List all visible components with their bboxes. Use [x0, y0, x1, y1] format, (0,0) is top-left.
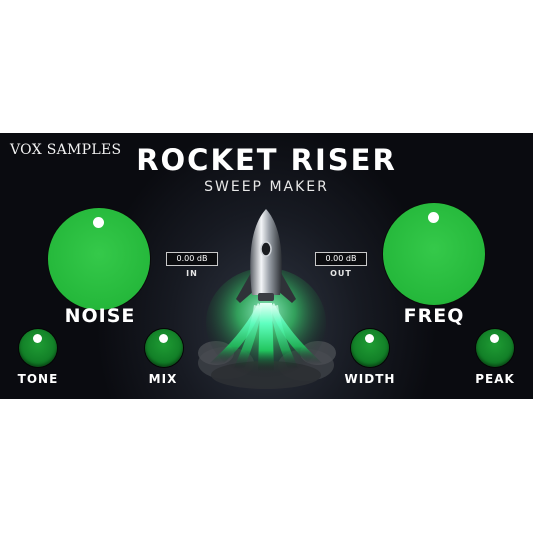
- knob-indicator: [428, 212, 439, 223]
- noise-label: NOISE: [64, 305, 136, 327]
- peak-label: PEAK: [475, 372, 515, 386]
- output-level-display: 0.00 dB: [315, 252, 367, 266]
- knob-indicator: [33, 334, 42, 343]
- tone-label: TONE: [17, 372, 59, 386]
- freq-label: FREQ: [403, 305, 465, 327]
- rocket-icon: [198, 209, 336, 389]
- knob-indicator: [159, 334, 168, 343]
- mix-label: MIX: [148, 372, 178, 386]
- width-knob[interactable]: [351, 329, 389, 367]
- width-label: WIDTH: [344, 372, 396, 386]
- knob-indicator: [490, 334, 499, 343]
- peak-knob[interactable]: [476, 329, 514, 367]
- tone-knob[interactable]: [19, 329, 57, 367]
- output-level-label: OUT: [330, 269, 352, 278]
- knob-indicator: [365, 334, 374, 343]
- noise-knob[interactable]: [48, 208, 150, 310]
- knob-indicator: [93, 217, 104, 228]
- plugin-subtitle: SWEEP MAKER: [204, 179, 329, 195]
- input-level-label: IN: [186, 269, 198, 278]
- plugin-window: VOX SAMPLES ROCKET RISER SWEEP MAKER: [0, 133, 533, 399]
- plugin-title: ROCKET RISER: [136, 143, 397, 177]
- freq-knob[interactable]: [383, 203, 485, 305]
- mix-knob[interactable]: [145, 329, 183, 367]
- brand-logo: VOX SAMPLES: [10, 142, 122, 158]
- input-level-display: 0.00 dB: [166, 252, 218, 266]
